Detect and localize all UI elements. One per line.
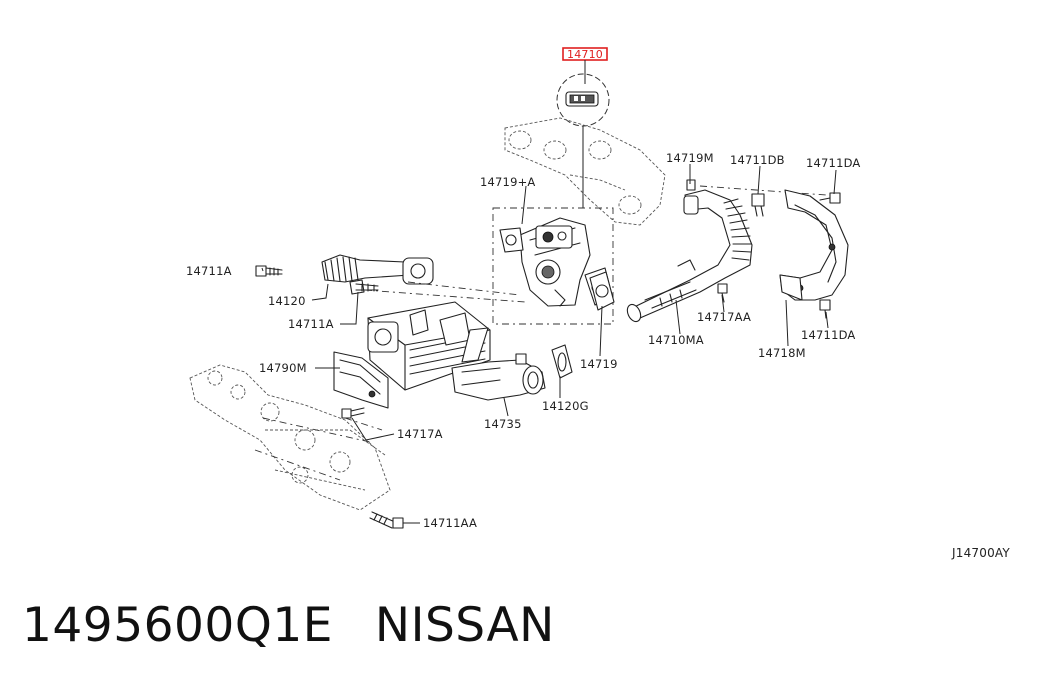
callout-14718M[interactable]: 14718M [758,346,806,360]
callout-14120[interactable]: 14120 [268,294,306,308]
gasket-14719 [589,271,615,311]
bolt-14711A-upper [255,265,283,277]
bolt-14711DB [751,193,765,217]
guide-line-top-right [699,185,841,197]
egr-tube-right-14710MA [626,189,753,323]
callout-14719[interactable]: 14719 [580,357,618,371]
footer-part-info: 1495600Q1E NISSAN [22,598,555,653]
callout-14735[interactable]: 14735 [484,417,522,431]
callout-14711DA-lower[interactable]: 14711DA [801,328,856,342]
heat-shield-14718M [779,189,849,301]
bolt-14711DA-lower [819,299,831,319]
callout-14711A-lower[interactable]: 14711A [288,317,334,331]
callout-14711A-upper[interactable]: 14711A [186,264,232,278]
dashed-alignment-lines [254,281,526,481]
callout-labels: 14719+A 14719M 14711DB 14711DA 14711A 14… [186,151,861,530]
callout-14719A[interactable]: 14719+A [480,175,536,189]
sensor-detail-circle [556,73,610,208]
engine-block-ghost [189,364,391,511]
callout-14717A[interactable]: 14717A [397,427,443,441]
callout-14711AA[interactable]: 14711AA [423,516,477,530]
exhaust-manifold-ghost [504,117,666,226]
bolt-14717AA [717,283,728,303]
diagram-reference-code: J14700AY [951,546,1010,560]
bolt-14717A [341,407,365,419]
bolt-14711DA-upper [819,192,841,204]
callout-14120G[interactable]: 14120G [542,399,589,413]
outlet-pipe-14735 [451,353,546,401]
clip-14719M [686,179,696,191]
egr-tube-left [321,254,434,295]
highlighted-part-callout[interactable]: 14710 [562,47,608,84]
callout-14719M[interactable]: 14719M [666,151,714,165]
highlighted-part-label: 14710 [567,48,603,61]
callout-14790M[interactable]: 14790M [259,361,307,375]
bolt-14711AA [369,511,404,529]
gasket-14120G [551,344,573,379]
part-number: 1495600Q1E [22,598,333,653]
egr-valve-assembly [492,207,614,325]
callout-14711DA-upper[interactable]: 14711DA [806,156,861,170]
callout-leaders [261,164,837,524]
heat-shield-14790M [333,351,389,409]
brand-name: NISSAN [374,598,555,653]
callout-14710MA[interactable]: 14710MA [648,333,704,347]
callout-14717AA[interactable]: 14717AA [697,310,751,324]
callout-14711DB[interactable]: 14711DB [730,153,785,167]
